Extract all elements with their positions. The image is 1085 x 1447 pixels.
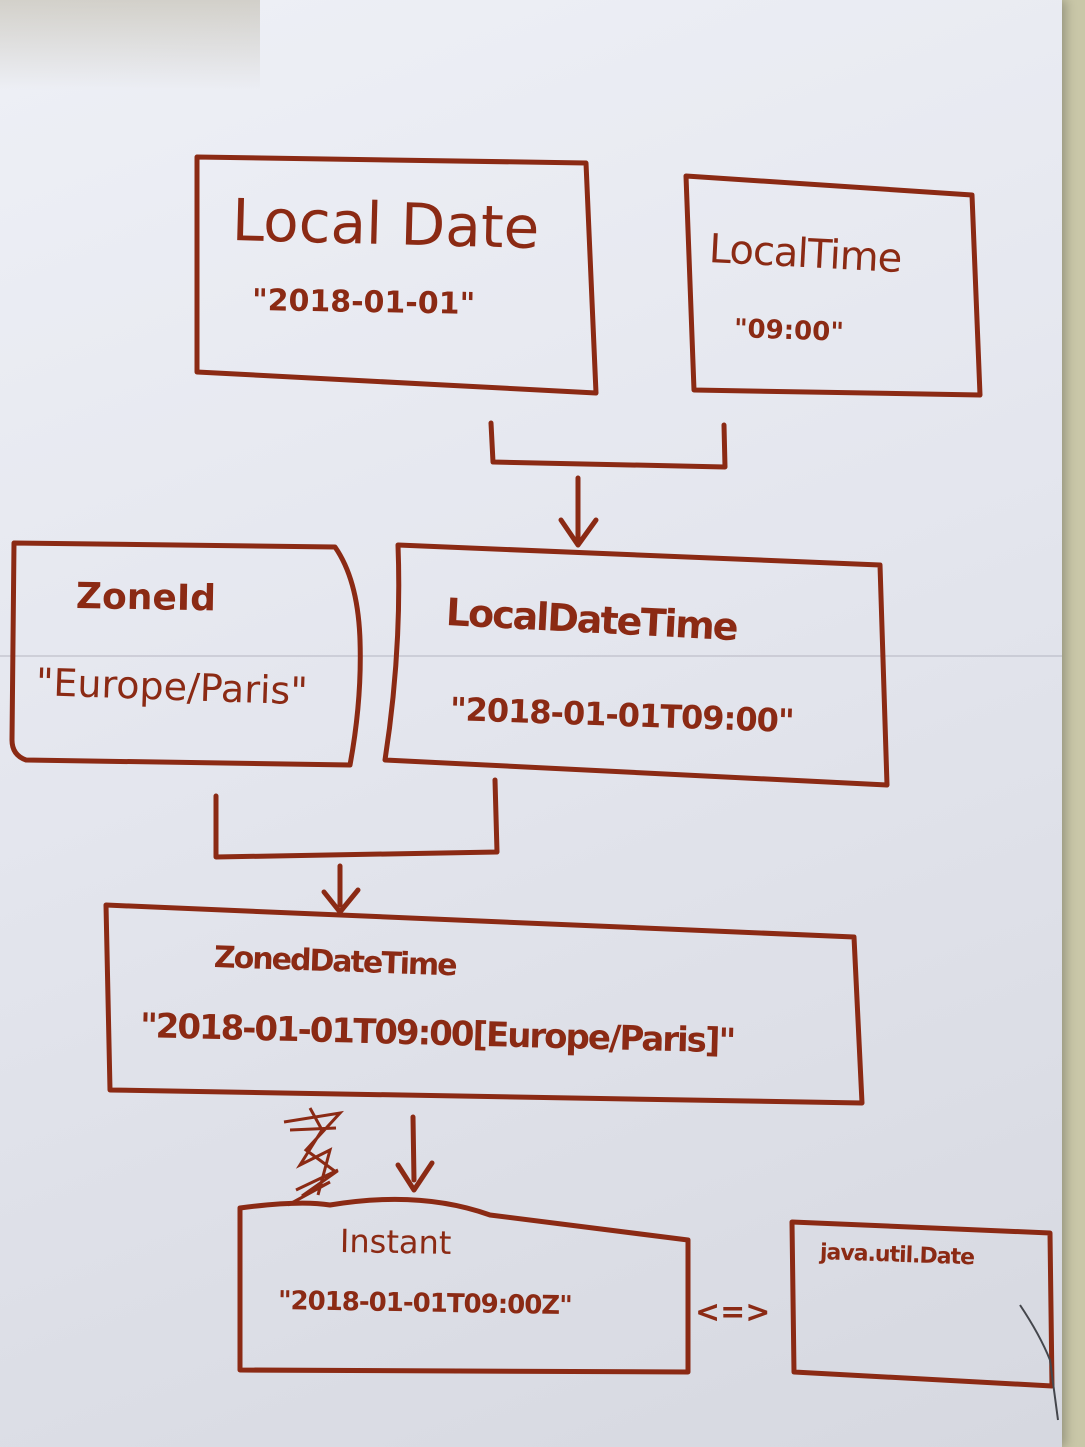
zone-datetime-join-line (213, 777, 500, 860)
local-date-value: "2018-01-01" (251, 283, 476, 322)
crossed-out-arrow (283, 1107, 345, 1207)
local-date-box (194, 154, 599, 396)
paper-fold (0, 655, 1062, 657)
equivalence-symbol: <=> (695, 1295, 771, 1330)
arrow-to-local-date-time (558, 475, 599, 548)
date-time-join-line (488, 420, 728, 470)
local-time-box (683, 173, 983, 398)
zoned-date-time-box (103, 902, 865, 1106)
pen-mark (1019, 1304, 1059, 1421)
paper-shadow (0, 0, 260, 90)
zone-id-title: ZoneId (75, 576, 217, 620)
instant-value: "2018-01-01T09:00Z" (277, 1286, 572, 1322)
instant-box (237, 1196, 691, 1375)
arrow-to-instant (395, 1114, 435, 1193)
arrow-to-zoned-date-time (321, 863, 361, 915)
java-util-date-box (789, 1219, 1055, 1389)
local-date-time-box (382, 542, 890, 788)
local-date-title: Local Date (231, 186, 541, 263)
java-util-date-title: java.util.Date (819, 1240, 975, 1271)
zone-id-box (9, 540, 363, 768)
local-time-value: "09:00" (733, 314, 845, 348)
instant-title: Instant (339, 1222, 452, 1262)
